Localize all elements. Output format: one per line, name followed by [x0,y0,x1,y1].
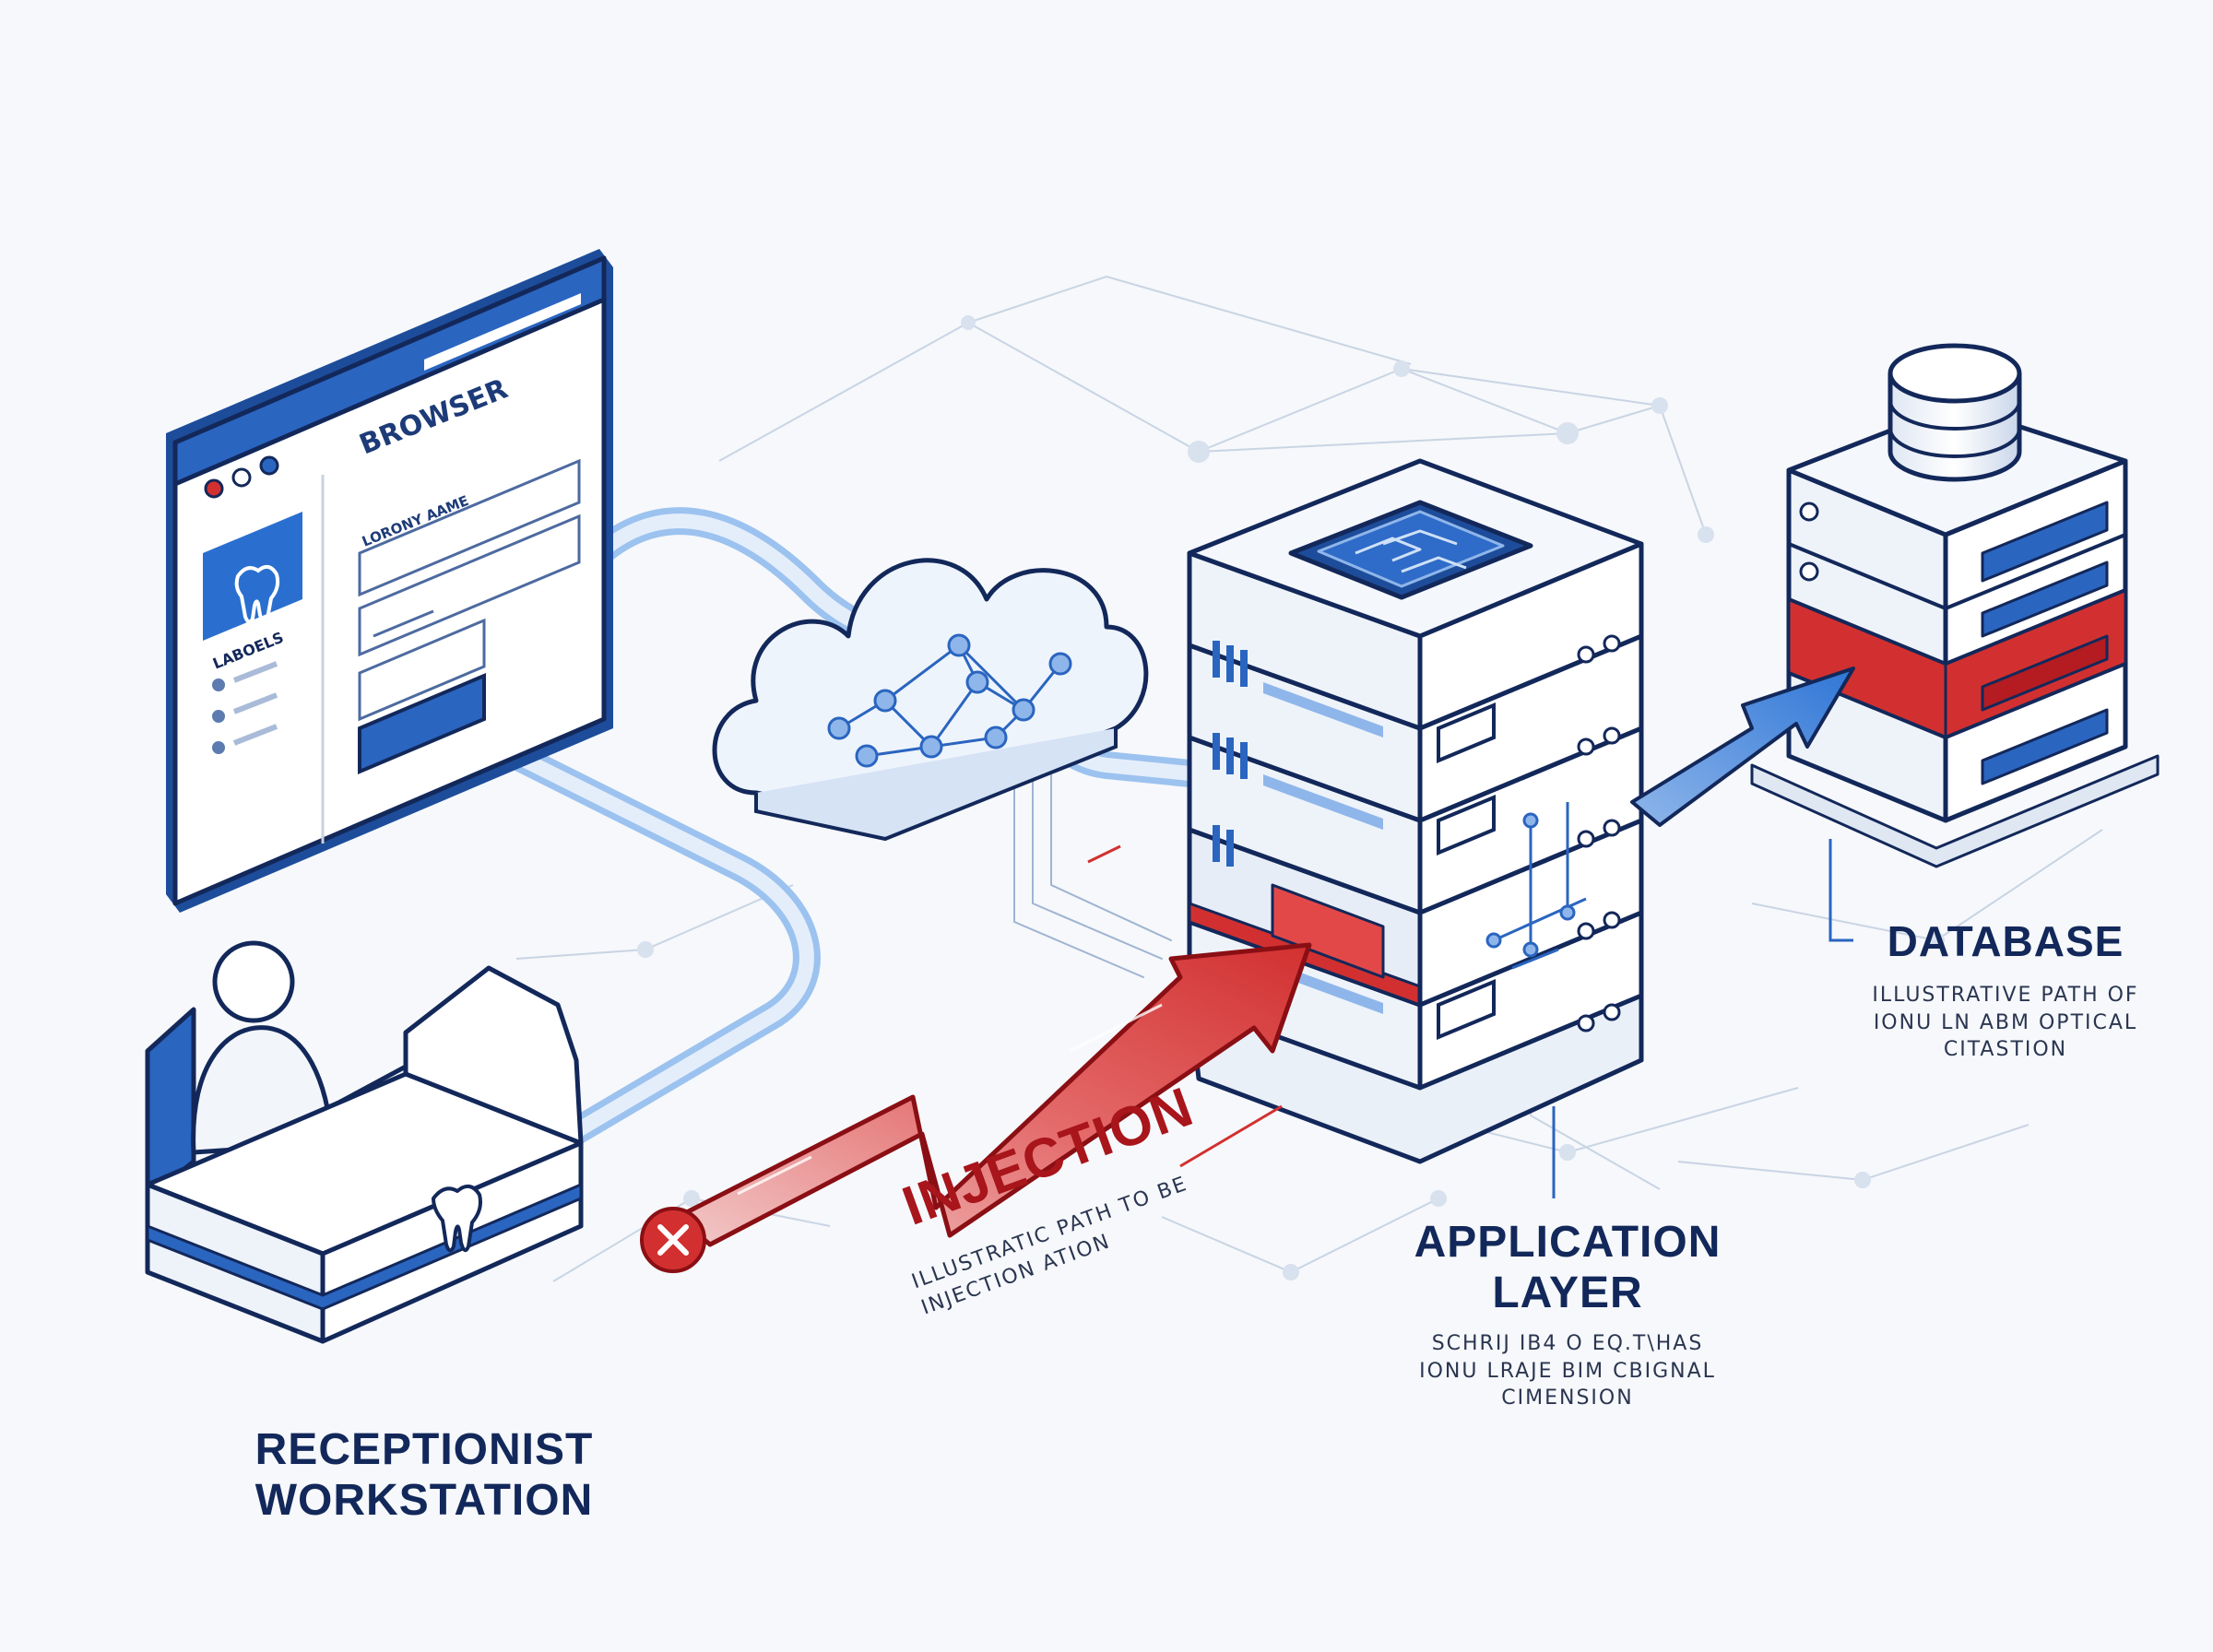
application-layer-caption-line3: CIMENSION [1501,1386,1634,1410]
receptionist-desk [145,940,584,1344]
workstation-label: RECEPTIONIST WORKSTATION [212,1424,636,1526]
application-layer-caption-line2: IONU LRAJE BIM CBIGNAL [1419,1359,1716,1383]
application-server [1187,458,1644,1164]
address-bar[interactable] [424,293,581,371]
database-server [1750,343,2160,868]
database-caption: ILLUSTRATIVE PATH OF IONU LN ABM OPTICAL… [1849,982,2162,1064]
workstation-label-line2: WORKSTATION [254,1476,594,1526]
field-bottom[interactable] [358,618,486,722]
database-caption-line1: ILLUSTRATIVE PATH OF [1872,984,2139,1007]
field-top[interactable] [358,458,581,597]
window-minimize-dot[interactable] [231,467,252,488]
application-layer-caption-line1: SCHRIJ IB4 O EQ.T\HAS [1431,1332,1704,1355]
window-maximize-dot[interactable] [259,455,279,476]
window-close-dot[interactable] [204,478,224,499]
data-flow-arrow [1630,667,1855,827]
cloud-network [712,558,1149,842]
error-x-icon [640,1207,706,1273]
leader-lines [1552,839,1853,1198]
browser-window [166,249,613,913]
submit-button[interactable] [358,672,486,775]
database-label: DATABASE [1887,917,2124,965]
server-circuit [1485,802,1587,970]
workstation-label-line1: RECEPTIONIST [254,1425,594,1474]
database-caption-line2: IONU LN ABM OPTICAL [1873,1010,2138,1034]
network-nodes [637,315,1945,1280]
sidebar-list [212,661,278,754]
server-leds [1577,634,1621,1032]
application-layer-label: APPLICATION LAYER [1355,1217,1780,1318]
tooth-icon [432,1184,482,1253]
application-layer-line2: LAYER [1492,1268,1643,1318]
injection-arrow [675,844,1312,1247]
application-layer-line1: APPLICATION [1414,1218,1722,1267]
database-caption-line3: CITASTION [1943,1038,2068,1062]
tooth-icon [203,512,302,641]
application-layer-caption: SCHRIJ IB4 O EQ.T\HAS IONU LRAJE BIM CBI… [1355,1330,1780,1412]
